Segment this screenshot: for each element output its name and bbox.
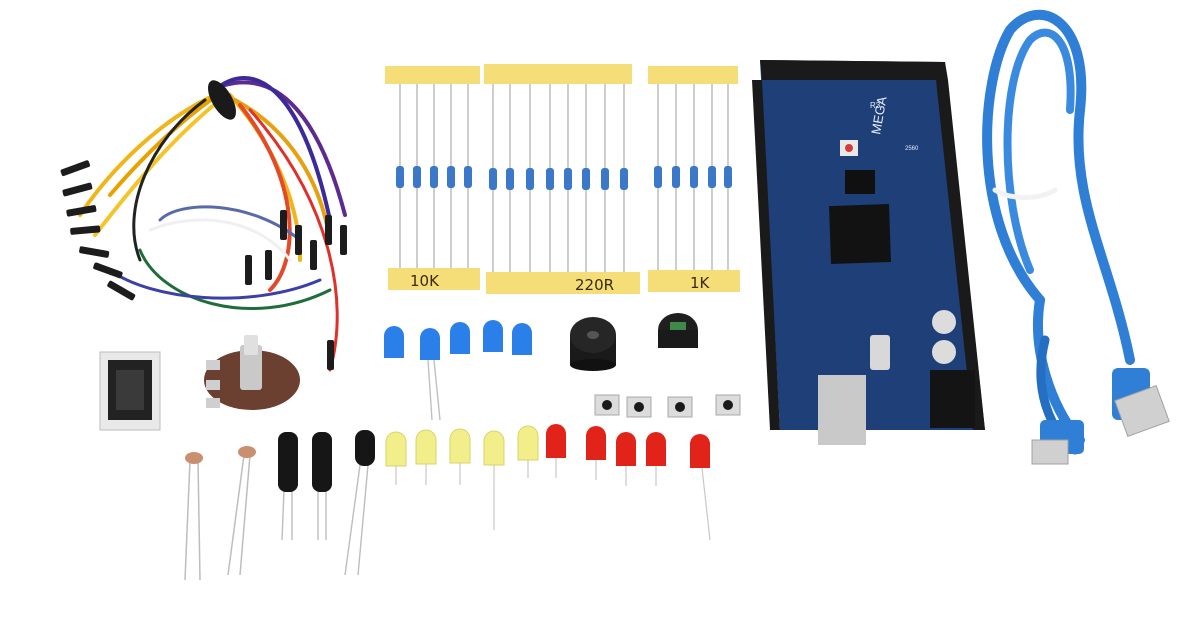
buzzer-passive [658, 313, 698, 348]
buzzer-active [570, 317, 616, 371]
leds-blue [384, 320, 532, 421]
arduino-mega-board: MEGA R3 2560 [752, 60, 985, 445]
jumper-pins [60, 160, 347, 370]
board-version-label: 2560 [905, 146, 919, 152]
push-buttons [594, 394, 741, 418]
jumper-wires [78, 75, 347, 372]
usb-b-plug [1031, 420, 1084, 465]
board-model-label: MEGA [868, 95, 889, 136]
ceramic-capacitors [278, 430, 375, 576]
seven-segment-display [99, 351, 161, 431]
board-brand-label: R3 [870, 101, 881, 110]
resistor-strip-10k: 10K [385, 66, 480, 290]
leds-yellow [385, 425, 539, 530]
tape-label-10k: 10K [410, 272, 440, 290]
usb-a-plug [1112, 368, 1170, 438]
photoresistors [184, 446, 256, 581]
potentiometer [204, 335, 300, 410]
resistor-strip-220r: 220R [484, 64, 640, 294]
tape-label-1k: 1K [690, 274, 711, 292]
usb-cable [982, 9, 1135, 455]
leds-red [546, 424, 711, 541]
resistor-strip-1k: 1K [648, 66, 740, 292]
tape-label-220r: 220R [575, 276, 614, 294]
